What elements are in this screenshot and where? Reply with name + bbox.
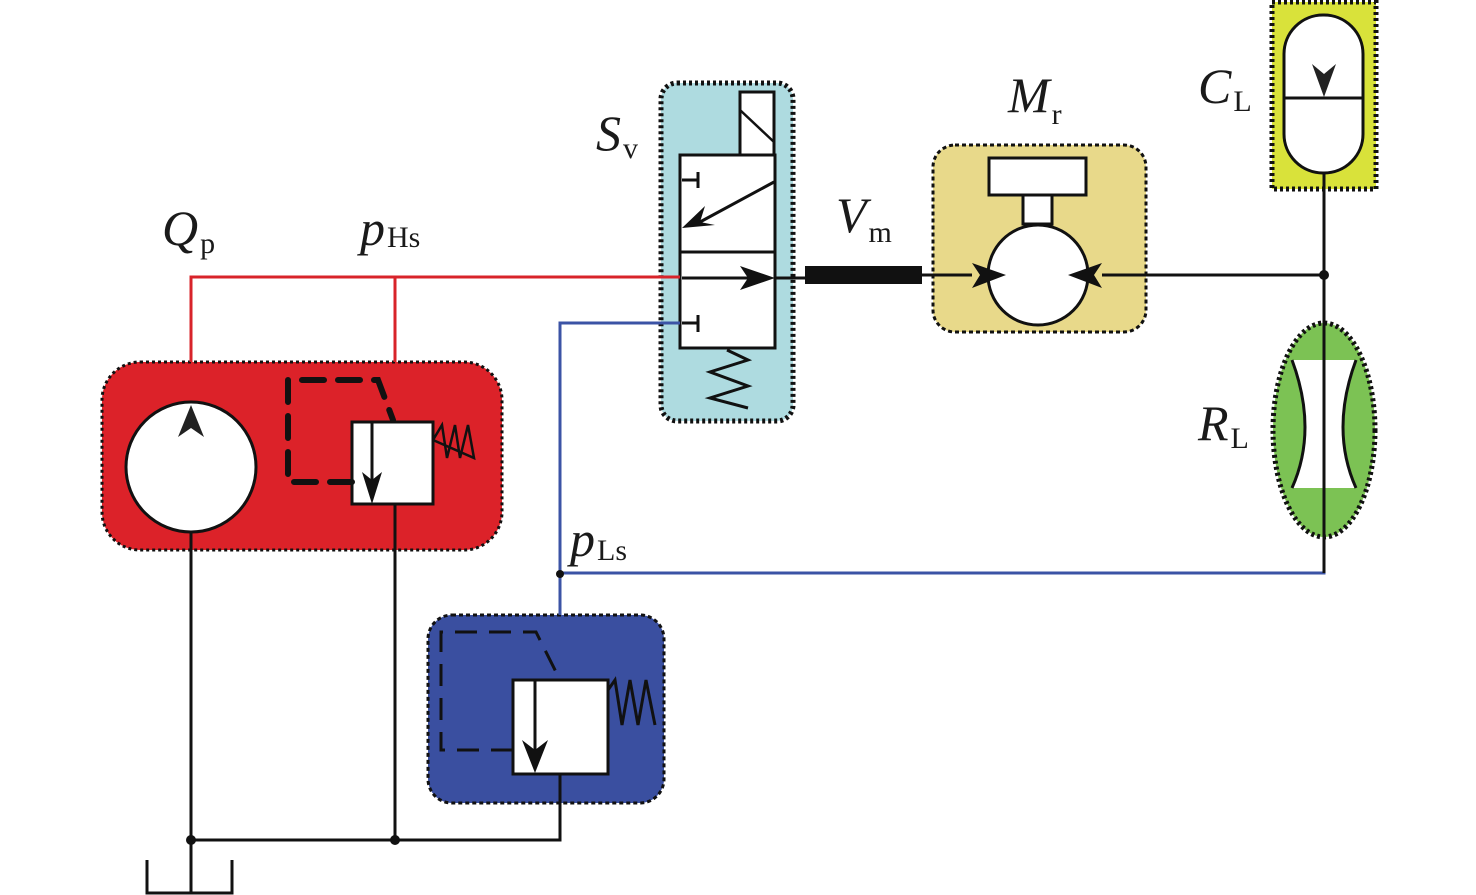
- junction-dot: [1319, 270, 1329, 280]
- pump-block: [100, 360, 504, 552]
- low-relief-block: [426, 613, 666, 805]
- valve-upper-position: [678, 153, 777, 254]
- label-solenoid-valve: Sv: [596, 105, 638, 165]
- junction-dot: [556, 570, 564, 578]
- junction-dot: [186, 835, 196, 845]
- label-low-supply-pressure: pLs: [567, 511, 627, 567]
- label-high-supply-pressure: pHs: [357, 200, 420, 256]
- label-motor-volume: Vm: [836, 187, 892, 249]
- junction-dot: [390, 835, 400, 845]
- accumulator-arrow-icon: [1312, 64, 1336, 97]
- pump-arrow-icon: [178, 405, 204, 437]
- high-relief-valve-icon: [285, 377, 476, 506]
- label-load-resistance: RL: [1197, 395, 1249, 455]
- label-pump-flow: Qp: [162, 200, 215, 260]
- black-lines: [189, 173, 1326, 893]
- motor-inertia-icon: [987, 156, 1088, 197]
- label-load-capacitance: CL: [1198, 58, 1252, 118]
- spring-icon: [704, 348, 753, 410]
- valve-lower-position: [678, 250, 777, 350]
- high-pressure-lines: [189, 275, 680, 362]
- accumulator-block: [1269, 0, 1379, 192]
- tank-icon: [145, 860, 234, 895]
- motor-shaft-icon: [1021, 193, 1054, 226]
- solenoid-valve-block: [658, 80, 796, 424]
- motor-volume-hose-icon: [805, 266, 922, 284]
- motor-outlet-arrow-icon: [1068, 263, 1102, 288]
- solenoid-icon: [738, 90, 776, 157]
- label-motor: Mr: [1007, 67, 1062, 131]
- motor-block: [931, 143, 1148, 334]
- motor-inlet-arrow-icon: [972, 263, 1006, 288]
